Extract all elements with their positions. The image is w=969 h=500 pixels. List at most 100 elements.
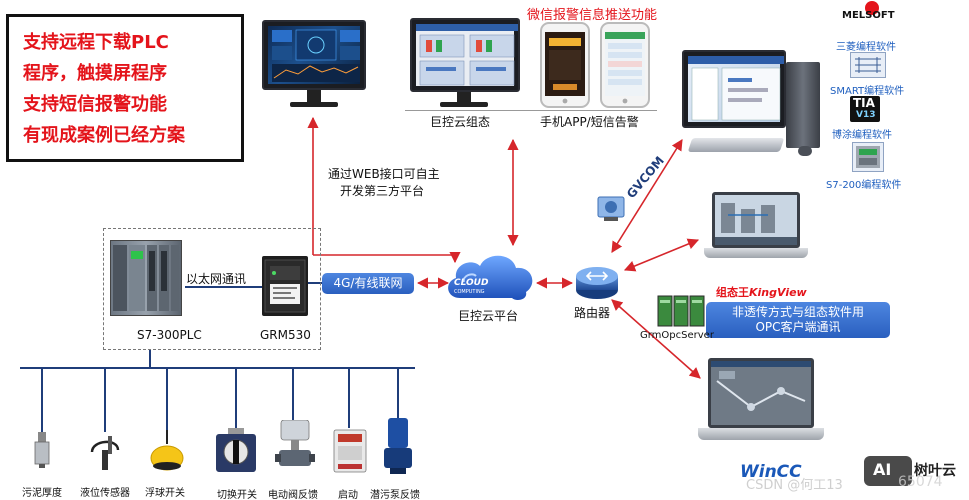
melsoft-logo-icon bbox=[865, 1, 879, 15]
pc-keyboard bbox=[687, 138, 785, 152]
phone-1 bbox=[540, 22, 590, 108]
tia-logo-box bbox=[850, 96, 880, 122]
feature-line-2: 程序，触摸屏程序 bbox=[23, 63, 167, 84]
features-box: 支持远程下载PLC 程序，触摸屏程序 支持短信报警功能 有现成案例已经方案 bbox=[6, 14, 244, 162]
dashboard-graphic bbox=[272, 29, 360, 82]
grm530-label: GRM530 bbox=[260, 328, 311, 342]
opc-bubble: 非透传方式与组态软件用 OPC客户端通讯 bbox=[706, 302, 890, 338]
contactor-icon bbox=[333, 429, 367, 473]
plc-group bbox=[103, 228, 321, 350]
pc-monitor bbox=[682, 50, 786, 128]
watermark-tail: 65074 bbox=[898, 474, 943, 490]
feature-line-1: 支持远程下载PLC bbox=[23, 32, 169, 53]
pc-screen-graphic bbox=[688, 56, 784, 121]
phone-1-screen bbox=[545, 32, 585, 104]
grm530-device bbox=[262, 256, 308, 316]
melsoft-logo: MELSOFT bbox=[842, 10, 895, 21]
laptop-2-base bbox=[698, 428, 824, 440]
wincc-logo: WinCC bbox=[740, 462, 802, 482]
dashboard-monitor bbox=[262, 20, 366, 90]
laptop-1-screen bbox=[712, 192, 800, 248]
cloud-config-graphic bbox=[416, 24, 518, 86]
router-label: 路由器 bbox=[574, 306, 611, 320]
ai-badge: AI bbox=[864, 456, 912, 486]
arrow-router-pc bbox=[611, 139, 683, 253]
float-switch-icon bbox=[150, 430, 184, 471]
cloud-config-monitor bbox=[410, 18, 520, 92]
brand-watermark: 树叶云 bbox=[914, 463, 956, 479]
plc-label: S7-300PLC bbox=[137, 328, 202, 342]
feature-line-3: 支持短信报警功能 bbox=[23, 94, 167, 115]
opc-server-icon bbox=[657, 295, 705, 327]
plc-device bbox=[110, 240, 182, 316]
smart-software-icon bbox=[850, 52, 886, 78]
phone-2-screen bbox=[605, 32, 645, 104]
cloud-config-screen bbox=[416, 24, 518, 86]
sensor-label-1: 污泥厚度 bbox=[22, 488, 62, 499]
web-api-label-2: 开发第三方平台 bbox=[340, 184, 425, 198]
s7200-software-icon bbox=[852, 142, 884, 172]
wechat-alarm-label: 微信报警信息推送功能 bbox=[527, 8, 658, 23]
arrow-router-laptop2 bbox=[611, 299, 701, 379]
sensor-label-2: 液位传感器 bbox=[80, 488, 130, 499]
tia-logo-text: TIA bbox=[853, 96, 875, 110]
opc-server-label: GrmOpcServer bbox=[640, 330, 714, 341]
selector-switch-icon bbox=[216, 428, 256, 472]
motor-valve-icon bbox=[275, 420, 315, 466]
dashboard-screen bbox=[268, 26, 360, 84]
cloud-logo-text-1: CLOUD bbox=[454, 278, 489, 288]
laptop-1-base bbox=[704, 248, 808, 258]
plc-modules bbox=[113, 245, 179, 311]
cloud-config-base bbox=[440, 102, 488, 107]
arrow-router-laptop1 bbox=[623, 238, 700, 272]
cloud-config-label: 巨控云组态 bbox=[430, 115, 491, 129]
laptop-2-graphic bbox=[711, 361, 811, 425]
cloud-config-stand bbox=[457, 92, 471, 102]
dashboard-monitor-stand bbox=[307, 90, 321, 102]
sensor-label-5: 电动阀反馈 bbox=[268, 490, 318, 500]
router-icon bbox=[576, 267, 618, 299]
feature-line-4: 有现成案例已经方案 bbox=[23, 125, 185, 146]
opc-bubble-line-2: OPC客户端通讯 bbox=[755, 320, 841, 334]
ethernet-label: 以太网通讯 bbox=[186, 272, 247, 286]
laptop-1-graphic bbox=[715, 195, 797, 245]
network-bubble: 4G/有线联网 bbox=[322, 273, 414, 294]
mitsubishi-software-label: 三菱编程软件 bbox=[836, 42, 896, 53]
sensor-label-6: 启动 bbox=[338, 490, 358, 500]
sensor-label-3: 浮球开关 bbox=[145, 488, 185, 499]
tia-version-text: V13 bbox=[856, 110, 876, 120]
level-sensor-icon bbox=[90, 436, 120, 470]
laptop-2-screen bbox=[708, 358, 814, 428]
arrow-monitor-cloud-elbow bbox=[313, 251, 461, 264]
phone-app-label: 手机APP/短信告警 bbox=[540, 115, 639, 129]
sensor-label-7: 潜污泵反馈 bbox=[370, 490, 420, 500]
csdn-watermark: CSDN @何工13 bbox=[746, 478, 843, 493]
sensor-label-4: 切换开关 bbox=[217, 490, 257, 500]
pc-screen bbox=[688, 56, 784, 122]
smart-software-label: SMART编程软件 bbox=[830, 86, 905, 97]
grm530-graphic bbox=[264, 259, 306, 313]
pc-mouse bbox=[798, 146, 812, 156]
opc-bubble-line-1: 非透传方式与组态软件用 bbox=[731, 305, 864, 319]
sludge-sensor-icon bbox=[34, 432, 50, 468]
s7200-graphic bbox=[856, 146, 880, 168]
cloud-config-underline bbox=[405, 110, 657, 111]
cloud-icon bbox=[448, 255, 533, 300]
cloud-logo-text-2: COMPUTING bbox=[454, 289, 485, 295]
botu-software-label: 博涂编程软件 bbox=[832, 130, 892, 141]
gvcom-icon bbox=[597, 196, 625, 221]
kingview-label: 组态王KingView bbox=[716, 284, 807, 300]
ai-badge-text: AI bbox=[873, 460, 892, 479]
web-api-label-1: 通过WEB接口可自主 bbox=[328, 167, 440, 181]
kingview-prefix: 组态王 bbox=[716, 286, 749, 299]
phone-2 bbox=[600, 22, 650, 108]
pc-tower bbox=[786, 62, 820, 148]
sewage-pump-icon bbox=[384, 418, 412, 474]
cloud-platform-label: 巨控云平台 bbox=[458, 309, 519, 323]
dashboard-monitor-base bbox=[290, 102, 338, 107]
s7200-software-label: S7-200编程软件 bbox=[826, 180, 902, 191]
smart-ladder-icon bbox=[855, 57, 881, 73]
kingview-name: KingView bbox=[749, 286, 807, 299]
